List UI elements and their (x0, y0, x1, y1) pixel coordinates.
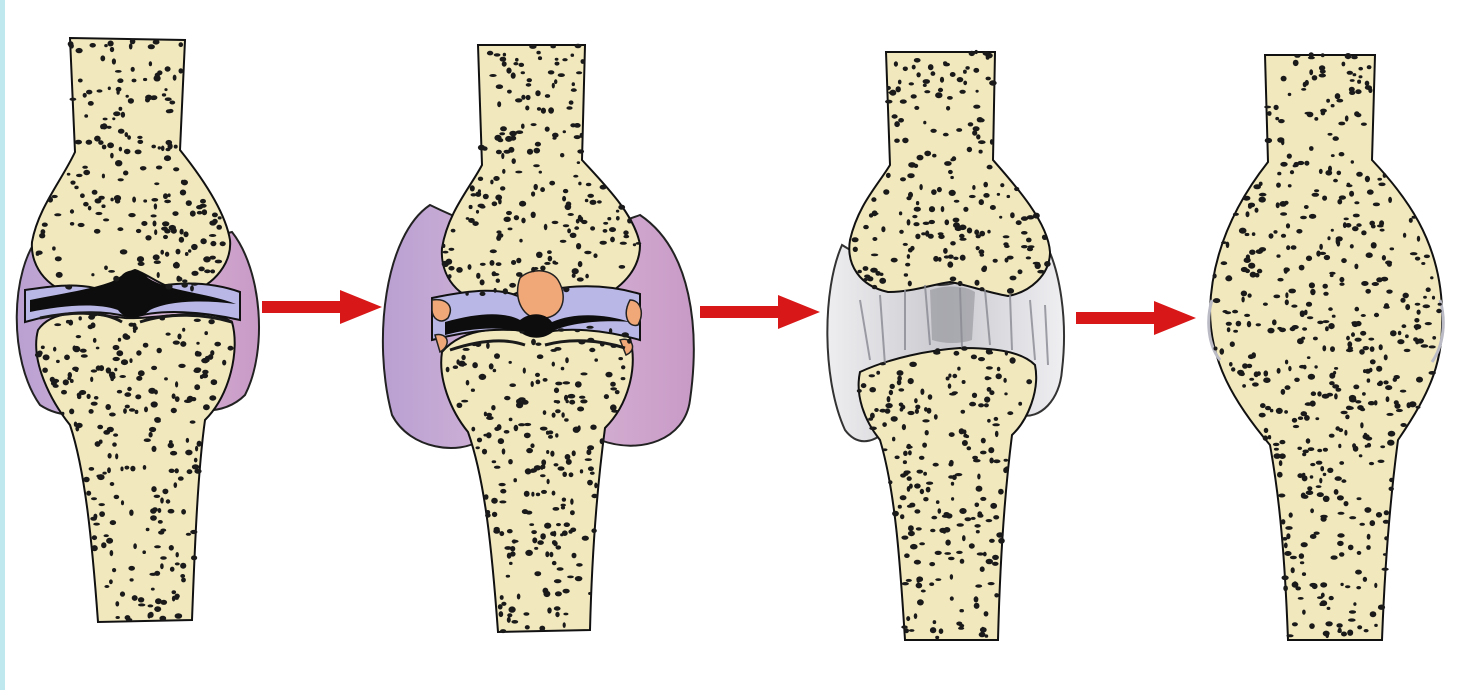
arrow-1 (262, 290, 382, 324)
upper-bone (32, 38, 230, 295)
arrow-2 (700, 295, 820, 329)
lower-bone (441, 327, 632, 632)
stage-3-fibrous-ankylosis (827, 52, 1064, 640)
lower-bone (859, 348, 1037, 640)
stage-1-normal-joint (17, 38, 259, 622)
upper-bone (849, 52, 1050, 296)
arrow-3 (1076, 301, 1196, 335)
upper-bone (442, 45, 640, 302)
fibrous-gap-shadow (930, 286, 975, 343)
